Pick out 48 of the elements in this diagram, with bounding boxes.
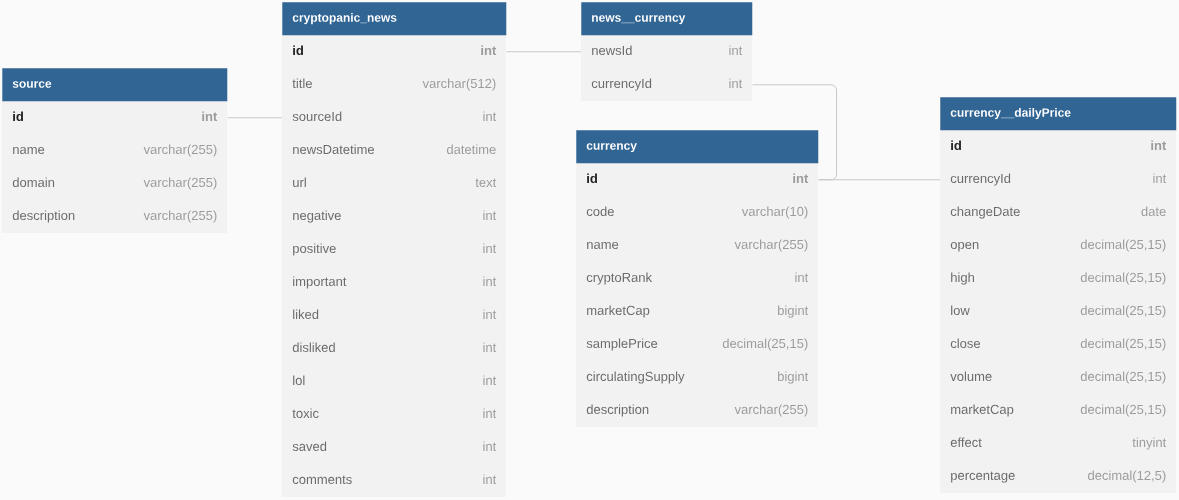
column-entry: samplePrice decimal(25,15) (586, 338, 808, 351)
column-entry: cryptoRank int (586, 272, 809, 285)
column-entry: changeDate date (950, 206, 1166, 219)
column-entry: positive int (293, 243, 497, 256)
column-entry: newsId int (592, 45, 743, 55)
connector-line (752, 84, 838, 181)
table-header: news__currency (581, 2, 753, 36)
column-entry: toxic int (292, 408, 497, 418)
column-entry: description varchar(255) (586, 404, 808, 417)
column-entry: name varchar(255) (13, 144, 217, 157)
column-entry: id int (587, 173, 809, 183)
column-entry: id int (951, 140, 1167, 150)
column-entry: low decimal(25,15) (951, 305, 1166, 318)
column-entry: open decimal(25,15) (950, 239, 1166, 252)
table-header: currency__dailyPrice (940, 97, 1177, 131)
column-entry: currencyId int (591, 78, 743, 91)
column-entry: saved int (292, 441, 497, 451)
connector-line (227, 117, 283, 119)
column-entry: circulatingSupply bigint (586, 371, 809, 384)
connector-line (818, 179, 941, 181)
table-header: currency (576, 130, 819, 164)
column-entry: disliked int (292, 342, 497, 352)
column-entry: url text (293, 177, 497, 187)
column-entry: lol int (293, 375, 497, 385)
column-entry: marketCap bigint (587, 305, 809, 318)
column-entry: comments int (292, 474, 497, 484)
column-entry: liked int (293, 309, 497, 319)
column-entry: domain varchar(255) (12, 177, 217, 190)
column-entry: code varchar(10) (586, 206, 808, 219)
column-entry: effect tinyint (950, 437, 1167, 450)
column-entry: newsDatetime datetime (293, 144, 496, 154)
column-entry: currencyId int (950, 173, 1167, 186)
column-entry: name varchar(255) (587, 239, 808, 252)
column-entry: marketCap decimal(25,15) (951, 404, 1166, 417)
column-entry: percentage decimal(12,5) (951, 470, 1166, 483)
column-entry: title varchar(512) (292, 78, 496, 91)
table-header: cryptopanic_news (282, 2, 507, 36)
column-entry: id int (293, 45, 497, 55)
connector-line (506, 51, 582, 53)
column-entry: negative int (293, 210, 497, 223)
column-entry: close decimal(25,15) (950, 338, 1166, 351)
column-entry: description varchar(255) (12, 210, 217, 223)
table-header: source (2, 68, 228, 102)
column-entry: important int (293, 276, 497, 289)
column-entry: volume decimal(25,15) (950, 371, 1166, 384)
column-entry: id int (13, 111, 218, 121)
column-entry: high decimal(25,15) (951, 272, 1166, 285)
column-entry: sourceId int (292, 111, 497, 121)
